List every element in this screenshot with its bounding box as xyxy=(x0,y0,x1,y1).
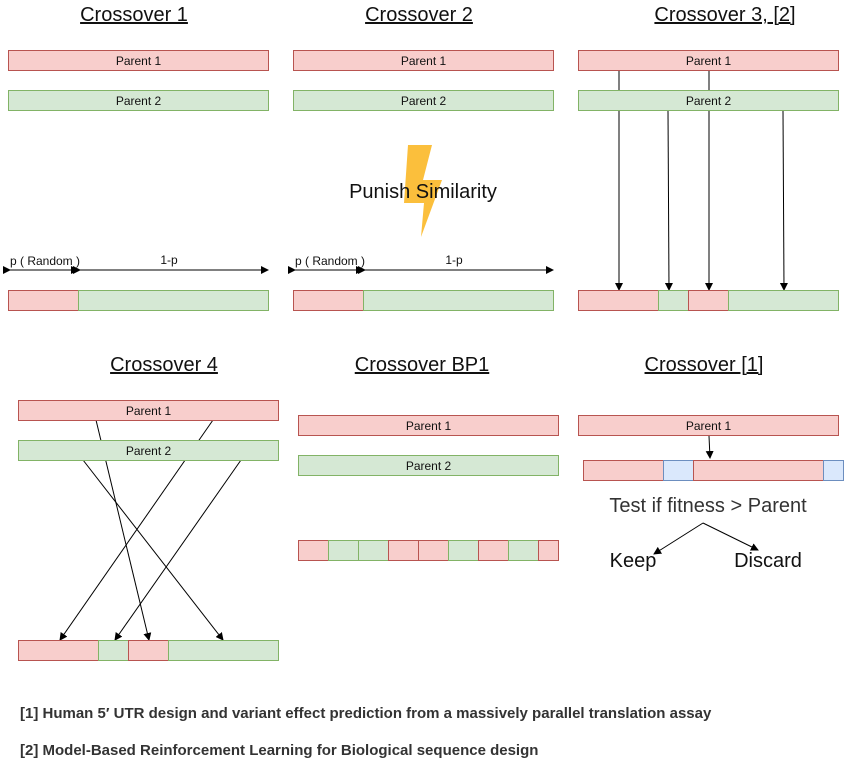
crossover-1-title: Crossover 1 xyxy=(80,4,188,26)
c2-parent-1-bar: Parent 1 xyxy=(293,50,554,71)
bp1-child-segment-red xyxy=(538,540,559,561)
bp1-child-segment-green xyxy=(358,540,389,561)
c5-child-segment-red xyxy=(693,460,824,481)
c5-mutation-segment-blue xyxy=(663,460,694,481)
c4-child-segment-green xyxy=(168,640,279,661)
keep-label: Keep xyxy=(609,550,657,572)
c5-child-segment-red xyxy=(583,460,664,481)
bp1-child-segment-red xyxy=(298,540,329,561)
reference-1: [1] Human 5′ UTR design and variant effe… xyxy=(20,705,712,722)
c3-child-segment-red xyxy=(688,290,729,311)
c1-child-segment-green xyxy=(78,290,269,311)
reference-2: [2] Model-Based Reinforcement Learning f… xyxy=(20,742,539,759)
bp1-child-segment-red xyxy=(418,540,449,561)
punish-similarity-label: Punish Similarity xyxy=(349,181,497,203)
bp1-child-segment-red xyxy=(478,540,509,561)
bp1-parent-2-bar: Parent 2 xyxy=(298,455,559,476)
bp1-child-segment-green xyxy=(508,540,539,561)
bp1-child-segment-green xyxy=(448,540,479,561)
bp1-child-segment-red xyxy=(388,540,419,561)
c4-child-segment-red xyxy=(18,640,99,661)
crossover-3-title: Crossover 3, [2] xyxy=(654,4,796,26)
discard-arrow xyxy=(702,522,759,551)
c4-child-segment-red xyxy=(128,640,169,661)
c3-child-segment-green xyxy=(728,290,839,311)
c3-arrow xyxy=(664,109,673,291)
c3-child-segment-green xyxy=(658,290,689,311)
c2-child-segment-red xyxy=(293,290,364,311)
c1-q-label: 1-p xyxy=(160,253,178,267)
c1-parent-2-bar: Parent 2 xyxy=(8,90,269,111)
c4-parent-1-bar: Parent 1 xyxy=(18,400,279,421)
c5-parent-1-bar: Parent 1 xyxy=(578,415,839,436)
lightning-bolt-icon xyxy=(404,145,442,237)
keep-arrow xyxy=(653,522,704,555)
c2-parent-2-bar: Parent 2 xyxy=(293,90,554,111)
c2-child-segment-green xyxy=(363,290,554,311)
c5-down-arrow xyxy=(705,435,714,459)
c4-arrow xyxy=(114,459,242,641)
c3-arrow xyxy=(779,109,788,291)
c4-arrow xyxy=(82,459,224,641)
discard-label: Discard xyxy=(734,550,802,572)
c1-child-segment-red xyxy=(8,290,79,311)
crossover-bp1-title: Crossover BP1 xyxy=(354,354,490,376)
c5-mutation-segment-blue xyxy=(823,460,844,481)
c1-parent-1-bar: Parent 1 xyxy=(8,50,269,71)
crossover-2-title: Crossover 2 xyxy=(365,4,473,26)
c3-parent-1-bar: Parent 1 xyxy=(578,50,839,71)
bp1-parent-1-bar: Parent 1 xyxy=(298,415,559,436)
bp1-child-segment-green xyxy=(328,540,359,561)
c3-parent-2-bar: Parent 2 xyxy=(578,90,839,111)
fitness-test-label: Test if fitness > Parent xyxy=(609,495,807,517)
c2-p-label: p ( Random ) xyxy=(294,254,366,268)
c4-parent-2-bar: Parent 2 xyxy=(18,440,279,461)
crossover-1-ref-title: Crossover [1] xyxy=(644,354,764,376)
crossover-4-title: Crossover 4 xyxy=(110,354,218,376)
c3-child-segment-red xyxy=(578,290,659,311)
c2-q-label: 1-p xyxy=(445,253,463,267)
c4-child-segment-green xyxy=(98,640,129,661)
c1-p-label: p ( Random ) xyxy=(9,254,81,268)
